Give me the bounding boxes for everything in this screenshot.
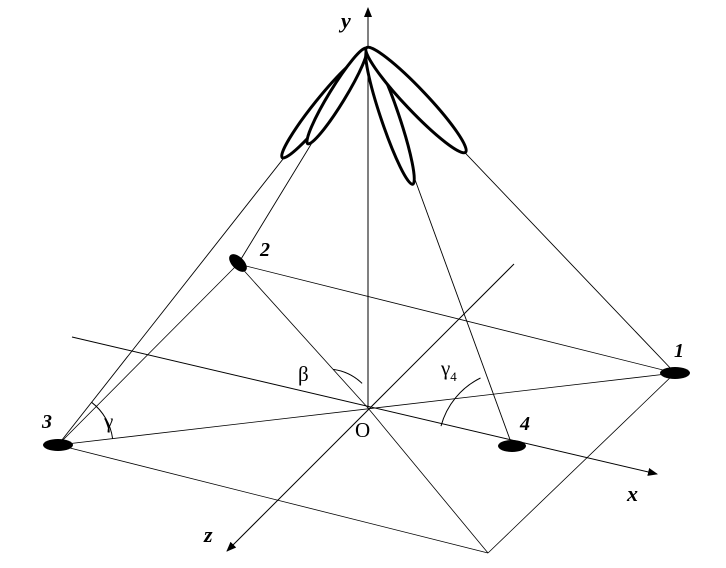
edge-3-base <box>57 444 489 554</box>
line-2-o <box>237 263 369 409</box>
lobe-1 <box>364 45 468 155</box>
edge-3-2 <box>57 263 239 446</box>
x-axis-label: x <box>626 481 638 506</box>
angle-gamma4-label: γ4 <box>440 356 457 384</box>
point-2-marker <box>229 254 247 272</box>
arc-gamma <box>91 401 114 439</box>
arc-beta <box>333 368 363 384</box>
point-2-label: 2 <box>259 239 270 261</box>
lobe-2 <box>305 46 369 146</box>
rays <box>57 50 676 446</box>
angle-gamma4-symbol: γ <box>440 356 450 380</box>
angle-beta-label: β <box>298 362 309 386</box>
point-3-marker <box>43 439 73 451</box>
point-4-marker <box>498 440 526 452</box>
point-markers <box>43 254 690 452</box>
z-axis-label: z <box>203 522 213 547</box>
angle-gamma-label: γ <box>103 409 113 433</box>
point-4-label: 4 <box>519 413 530 435</box>
line-o-base <box>367 407 489 554</box>
x-axis <box>71 336 658 476</box>
ground-lines <box>57 263 676 554</box>
point-1-label: 1 <box>674 340 684 362</box>
line-3-1 <box>57 372 676 446</box>
edge-2-1 <box>237 263 676 374</box>
point-1-marker <box>660 367 690 379</box>
axes <box>71 7 658 552</box>
point-3-label: 3 <box>41 411 52 433</box>
antenna-lobes <box>280 45 468 186</box>
z-axis <box>226 263 515 552</box>
angle-gamma4-subscript: 4 <box>450 369 457 384</box>
angle-arcs <box>91 368 481 439</box>
edge-1-base <box>487 372 676 554</box>
y-axis-label: y <box>338 8 351 33</box>
origin-label: O <box>355 418 370 442</box>
arc-gamma4 <box>440 377 481 427</box>
